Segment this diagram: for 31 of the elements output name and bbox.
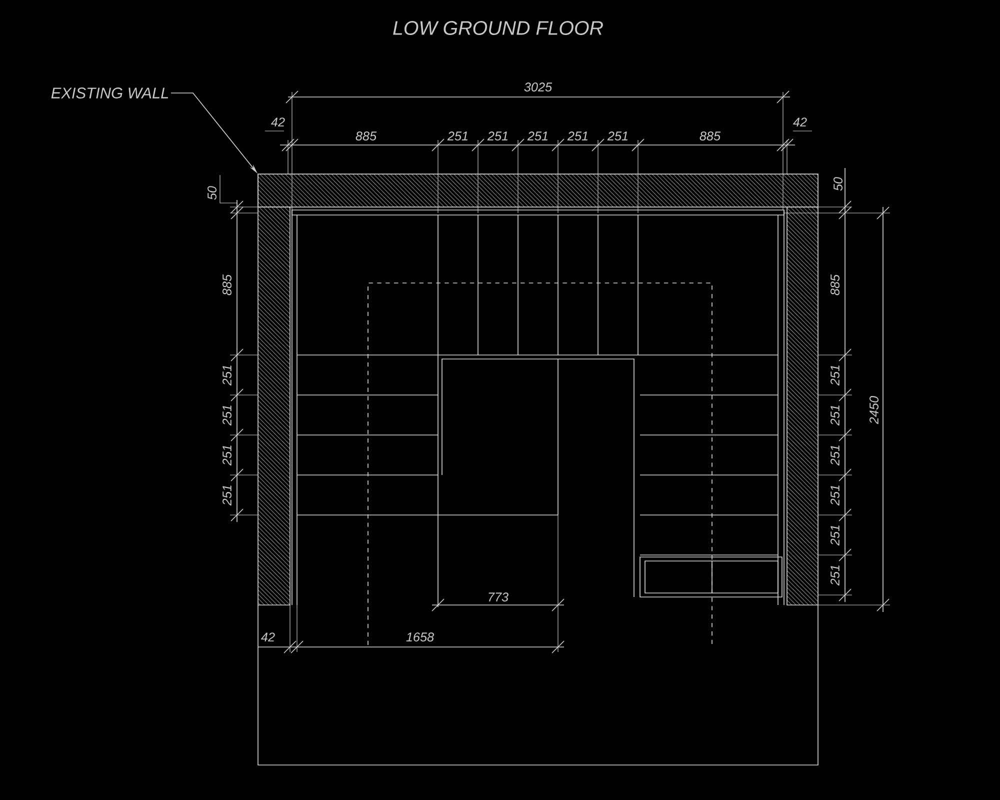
- dimension-label: 251: [830, 406, 840, 426]
- dimension-label: 1658: [406, 632, 434, 642]
- dimension-label: 251: [567, 132, 588, 140]
- dimension-label: 251: [222, 486, 232, 506]
- dimension-label: 42: [793, 118, 807, 126]
- dimension-label: 42: [271, 118, 285, 126]
- dimension-label: 251: [222, 406, 232, 426]
- dimension-label: 2450: [870, 396, 878, 424]
- dimension-label: 251: [830, 566, 840, 586]
- dimension-label: 42: [261, 632, 275, 642]
- dimension-label: 251: [830, 446, 840, 466]
- wall-drawing: [258, 174, 818, 208]
- dimension-label: 251: [607, 132, 628, 140]
- dimension-label: 251: [830, 366, 840, 386]
- dimension-label: 251: [830, 486, 840, 506]
- dimension-label: 50: [834, 177, 842, 191]
- dimension-label: 251: [830, 526, 840, 546]
- dimension-label: 251: [527, 132, 548, 140]
- leader-text: EXISTING WALL: [51, 88, 168, 98]
- dimension-label: 251: [222, 446, 232, 466]
- drawing-title: LOW GROUND FLOOR: [393, 21, 603, 35]
- dimension-label: 885: [356, 132, 377, 140]
- dimension-label: 251: [487, 132, 508, 140]
- dimension-label: 251: [447, 132, 468, 140]
- dimension-label: 251: [222, 366, 232, 386]
- dimension-label: 885: [222, 274, 232, 296]
- dimension-label: 885: [830, 274, 840, 296]
- dimension-label: 885: [700, 132, 721, 140]
- dimension-label: 50: [208, 186, 216, 200]
- dimension-label: 773: [488, 592, 508, 602]
- dimension-label: 3025: [524, 82, 552, 92]
